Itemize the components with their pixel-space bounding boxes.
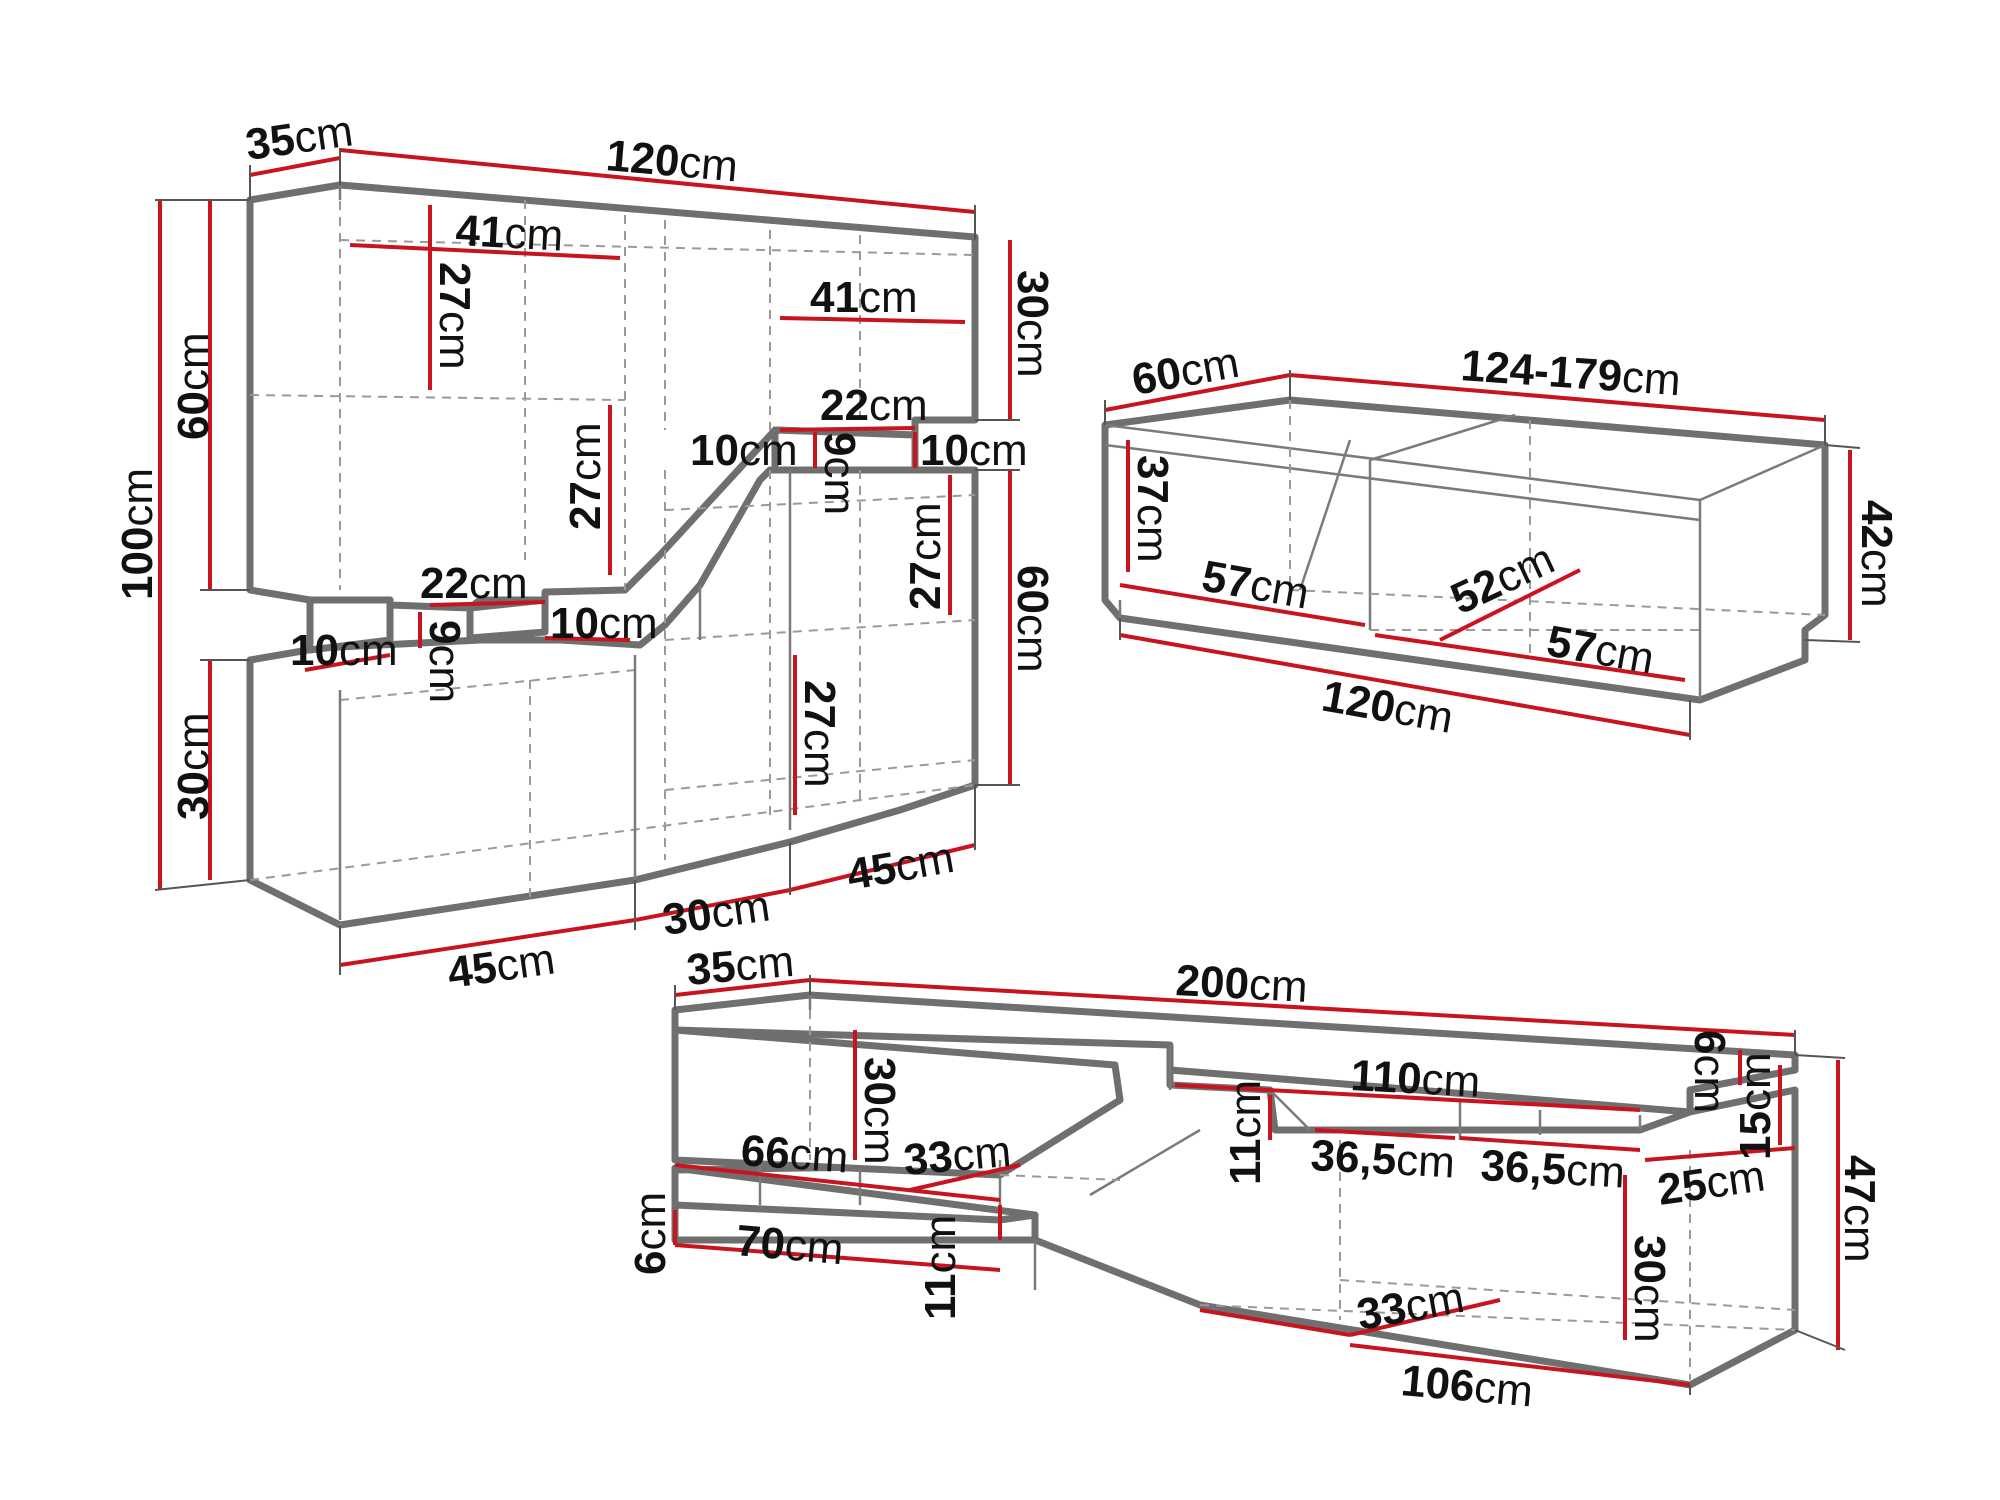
tv-stand-bottom-width-label: 106cm [1399,1356,1535,1416]
tv-stand-inner-lines [809,1010,1796,1380]
shelf-unit-drawing: 35cm 120cm 100cm 60cm 30cm 30cm 60cm 41c… [113,106,1057,997]
tv-stand-left-shelf-width-label: 66cm [739,1126,850,1182]
tv-stand-right-compartment-height-label: 30cm [1625,1235,1674,1343]
coffee-table-base-length-label: 120cm [1318,672,1457,743]
coffee-table-divider [1298,413,1516,630]
shelf-left-step-width-label: 22cm [420,559,528,608]
tv-stand-right-height-label: 15cm [1731,1052,1780,1160]
shelf-base-right-label: 45cm [843,833,957,900]
shelf-extension-lines [154,148,1020,975]
coffee-table-inner-height-label: 37cm [1128,455,1177,563]
shelf-step-left [306,596,394,654]
tv-stand-depth-label: 35cm [685,937,796,995]
coffee-table-depth-label: 60cm [1128,338,1242,405]
shelf-left-step-height-label: 9cm [420,620,469,703]
coffee-table-extension-lines [1104,370,1861,740]
tv-stand-dimension-lines [673,978,1840,1387]
shelf-right-top-height-label: 30cm [1008,270,1057,378]
shelf-step-depth-a-label: 10cm [690,426,798,475]
shelf-internal-grid [249,185,976,925]
coffee-table-right-compartment-label: 57cm [1543,617,1657,684]
shelf-right-lower-height-label: 60cm [1008,565,1057,673]
tv-stand-bottom-depth-label: 33cm [1353,1273,1467,1340]
tv-stand-upper-shelf-label: 110cm [1349,1051,1481,1107]
shelf-upper-height-label: 60cm [169,332,218,440]
shelf-right-shelf-height-label: 27cm [901,502,950,610]
tv-stand-middle-height-label: 11cm [1221,1080,1270,1185]
shelf-depth-label: 35cm [243,106,356,169]
tv-stand-drawer-height-label: 11cm [916,1215,965,1320]
coffee-table-body [1101,396,1829,704]
shelf-right-shelf-width-label: 41cm [810,273,918,322]
shelf-right-step-height-label: 9cm [815,432,864,515]
shelf-base-left-label: 45cm [445,934,558,997]
tv-stand-top-thickness-label: 6cm [1685,1030,1734,1113]
shelf-step-right [771,426,919,474]
coffee-table-length-label: 124-179cm [1459,341,1682,405]
tv-stand-drawing: 35cm 200cm 47cm 6cm 15cm 110cm 30cm 66cm… [626,937,1884,1417]
tv-stand-left-shelf-depth-label: 33cm [902,1127,1013,1185]
shelf-lower-height-label: 30cm [169,712,218,820]
tv-stand-right-depth-label: 25cm [1655,1151,1768,1214]
shelf-dimension-lines [158,148,1012,967]
shelf-step-depth-d-label: 10cm [550,599,658,648]
tv-stand-left-shelf [671,1026,1124,1179]
coffee-table-inner-lines [1289,400,1826,660]
tv-stand-niche-b-label: 36,5cm [1479,1141,1626,1197]
coffee-table-left-compartment-label: 57cm [1198,552,1312,619]
tv-stand-left-compartment-height-label: 30cm [855,1057,904,1165]
coffee-table-dimension-lines [1104,373,1852,737]
shelf-right-step-width-label: 22cm [820,381,928,430]
shelf-lower-shelf-height-label: 27cm [795,680,844,788]
shelf-inner-edges [338,185,792,920]
tv-stand-drawer-left-height-label: 6cm [626,1192,675,1275]
coffee-table-drawing: 60cm 124-179cm 42cm 37cm 57cm 57cm 52cm … [1101,338,1901,743]
shelf-upper-shelf-height-label: 27cm [430,262,479,370]
coffee-table-top-edge [1104,423,1826,700]
shelf-step-depth-c-label: 10cm [290,626,398,675]
tv-stand-niche-a-label: 36,5cm [1309,1131,1456,1187]
tv-stand-extension-lines [674,975,1846,1395]
tv-stand-height-label: 47cm [1835,1155,1884,1263]
shelf-total-height-label: 100cm [113,468,162,600]
tv-stand-drawer-width-label: 70cm [734,1216,845,1274]
shelf-base-middle-label: 30cm [660,881,773,944]
shelf-width-label: 120cm [604,131,740,191]
shelf-step-depth-b-label: 10cm [920,426,1028,475]
shelf-middle-shelf-height-label: 27cm [561,422,610,530]
tv-stand-length-label: 200cm [1174,956,1308,1012]
shelf-top-shelf-width-label: 41cm [454,206,564,261]
coffee-table-height-label: 42cm [1852,500,1901,608]
